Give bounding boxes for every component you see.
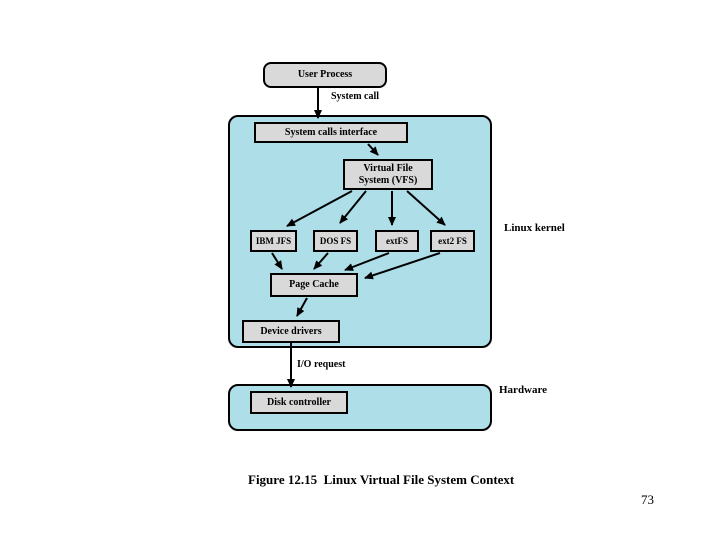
linux-kernel-label: Linux kernel: [504, 222, 565, 234]
node-dos-fs-label: DOS FS: [319, 235, 352, 246]
node-disk-controller: Disk controller: [250, 391, 348, 414]
node-page-cache: Page Cache: [270, 273, 358, 297]
node-vfs-label-line2: System (VFS): [358, 174, 418, 186]
node-page-cache-label: Page Cache: [289, 279, 339, 291]
node-vfs-label-line1: Virtual File: [363, 163, 413, 174]
node-device-drivers: Device drivers: [242, 320, 340, 343]
node-ibm-jfs: IBM JFS: [250, 230, 297, 252]
node-ext-fs: extFS: [375, 230, 419, 252]
page-number: 73: [641, 492, 654, 507]
hardware-label: Hardware: [499, 384, 548, 396]
node-virtual-file-system: Virtual File System (VFS): [343, 159, 433, 190]
node-system-calls-interface-label: System calls interface: [284, 126, 378, 138]
node-dos-fs: DOS FS: [313, 230, 358, 252]
system-call-label: System call: [331, 91, 380, 102]
node-disk-controller-label: Disk controller: [267, 396, 331, 408]
node-user-process-label: User Process: [297, 69, 353, 81]
io-request-label: I/O request: [297, 359, 346, 370]
figure-caption: Figure 12.15 Linux Virtual File System C…: [248, 472, 515, 487]
node-system-calls-interface: System calls interface: [254, 122, 408, 143]
node-ibm-jfs-label: IBM JFS: [255, 235, 292, 246]
node-device-drivers-label: Device drivers: [260, 325, 322, 337]
node-ext-fs-label: extFS: [386, 235, 408, 246]
node-ext2-fs: ext2 FS: [430, 230, 475, 252]
node-ext2-fs-label: ext2 FS: [438, 235, 467, 246]
node-user-process: User Process: [263, 62, 387, 88]
